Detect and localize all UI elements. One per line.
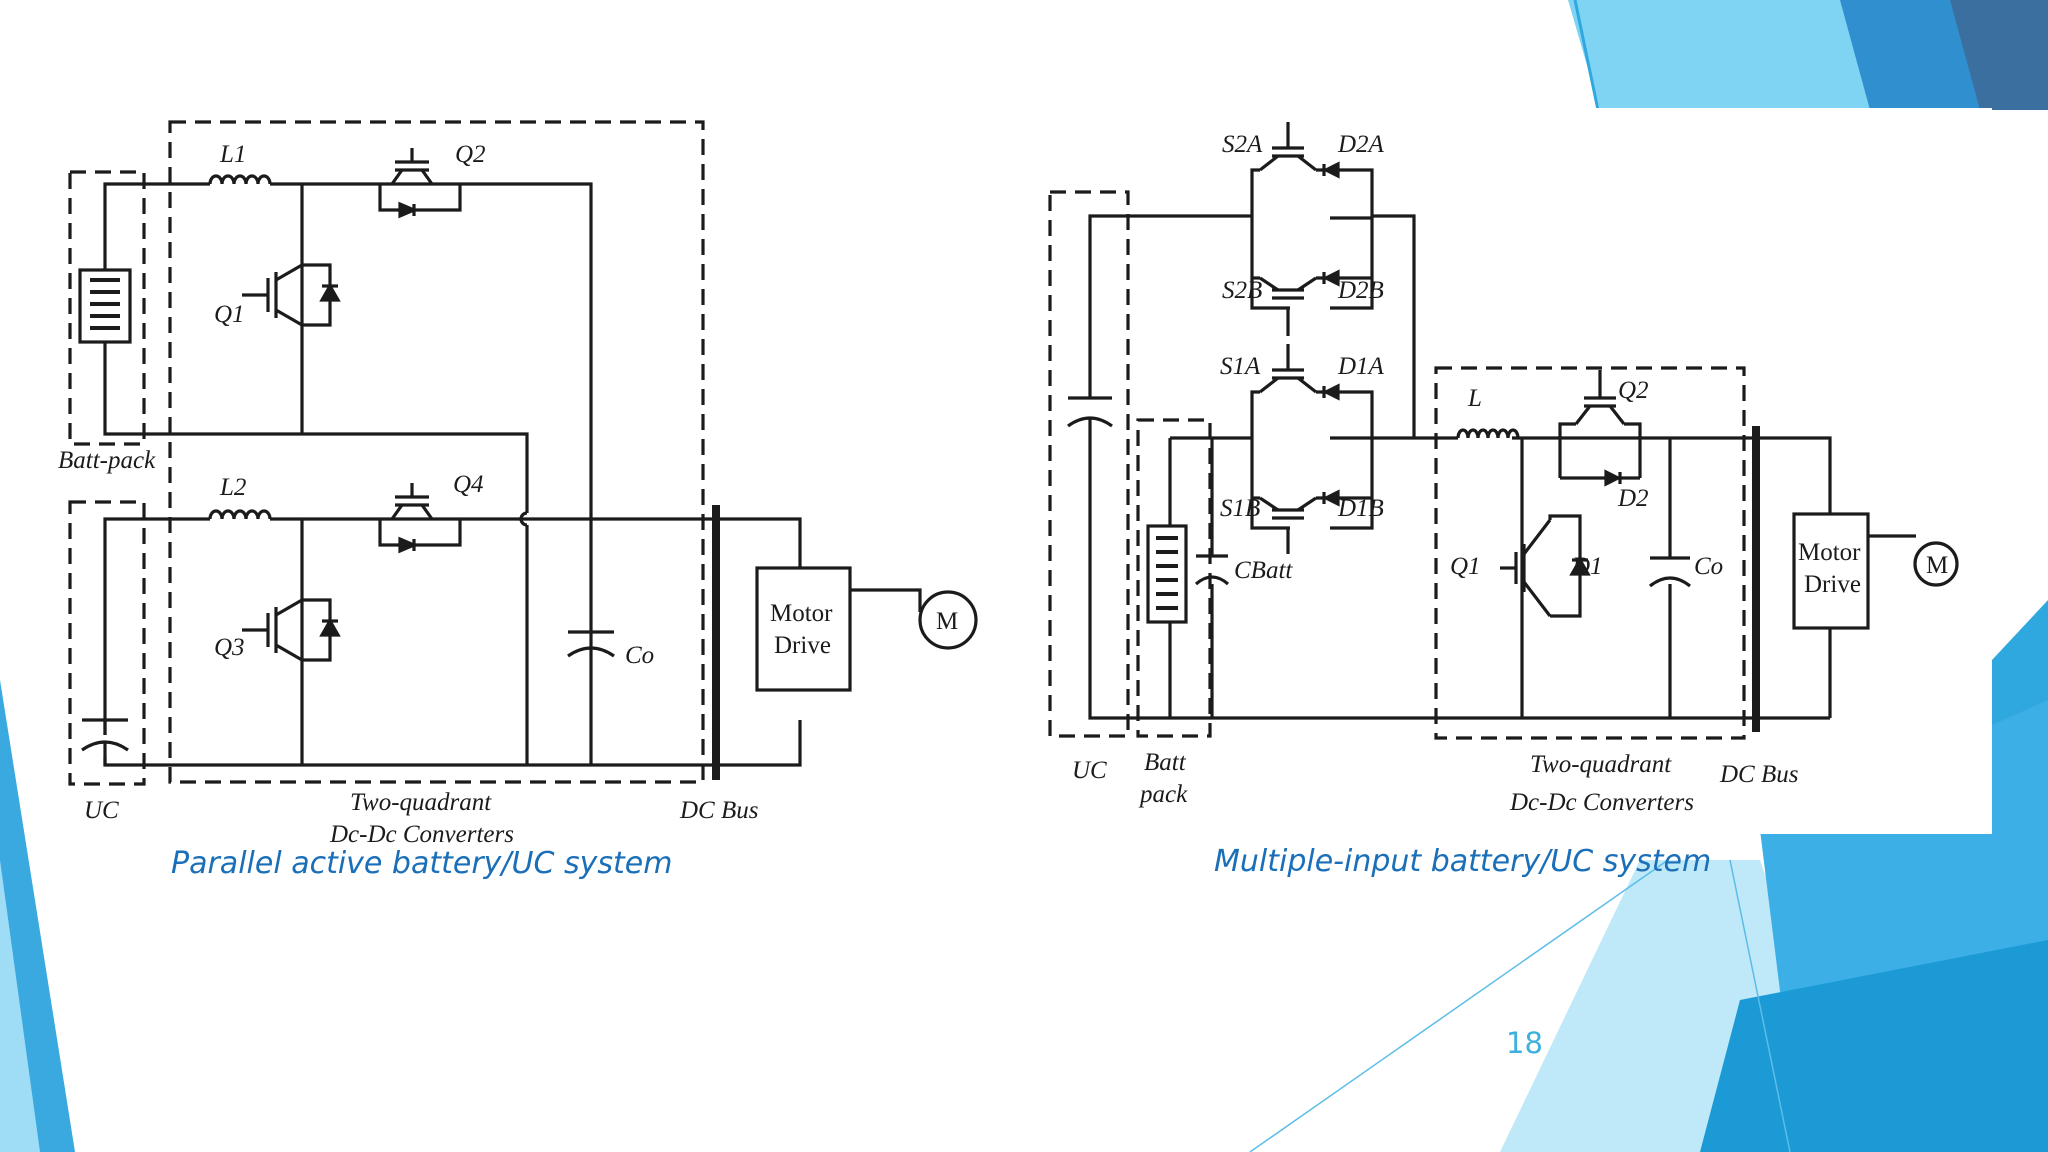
left-diagram-caption: Parallel active battery/UC system [171, 846, 673, 881]
label-converters-line2: Dc-Dc Converters [329, 821, 514, 848]
top-right-dark-shape [1950, 0, 2048, 110]
label-l2: L2 [219, 474, 246, 501]
label-q2: Q2 [1618, 377, 1649, 404]
label-uc: UC [1072, 757, 1107, 784]
right-diagram-caption: Multiple-input battery/UC system [1214, 844, 1712, 879]
label-cbatt: CBatt [1234, 557, 1293, 584]
label-converters-line2: Dc-Dc Converters [1509, 789, 1694, 816]
label-batt-pack: Batt-pack [58, 447, 156, 474]
label-co: Co [1694, 553, 1723, 580]
label-motor-line1: Motor [770, 600, 833, 627]
label-q3: Q3 [214, 634, 245, 661]
s2a-switch-symbol [1250, 122, 1374, 218]
converters-group-box [168, 120, 705, 784]
batt-pack-group-box [68, 170, 146, 446]
co-capacitor-symbol [567, 630, 615, 658]
converters-group-box [1434, 366, 1746, 740]
bottom-accent-line-1 [1249, 859, 1669, 1152]
uc-group-box [1048, 190, 1130, 738]
label-s2b: S2B [1222, 277, 1262, 304]
upper-converter-wiring [103, 174, 593, 765]
uc-group-box [68, 500, 146, 786]
q3-switch-symbol [242, 598, 341, 662]
q1-switch-symbol [1500, 514, 1591, 618]
label-d2b: D2B [1337, 277, 1384, 304]
label-batt-line1: Batt [1144, 749, 1187, 776]
label-d2a: D2A [1337, 131, 1385, 158]
label-s1a: S1A [1220, 353, 1261, 380]
page-number: 18 [1506, 1026, 1543, 1060]
label-motor: M [936, 608, 958, 635]
label-d2: D2 [1617, 485, 1649, 512]
motor-drive-box [755, 566, 852, 692]
q1-switch-symbol [242, 263, 341, 327]
battery-symbol [78, 268, 132, 344]
s1b-switch-symbol [1252, 489, 1372, 554]
label-uc: UC [84, 797, 119, 824]
label-converters-line1: Two-quadrant [1530, 751, 1672, 778]
motor-drive-output-wiring [850, 588, 922, 612]
label-motor-line2: Drive [774, 632, 831, 659]
label-converters-line1: Two-quadrant [350, 789, 492, 816]
label-q1: Q1 [1450, 553, 1481, 580]
label-motor: M [1926, 552, 1948, 579]
label-co: Co [625, 642, 654, 669]
label-dc-bus: DC Bus [679, 797, 758, 824]
battery-symbol [1146, 524, 1188, 624]
top-right-accent-line [1573, 0, 1600, 111]
bottom-right-blue-shape [1700, 940, 2048, 1152]
main-wiring [1088, 214, 1832, 720]
inductor-l-symbol [1456, 428, 1520, 439]
label-d1: D1 [1571, 553, 1603, 580]
label-q1: Q1 [214, 301, 245, 328]
q2-switch-symbol [1558, 370, 1642, 487]
lower-converter-wiring [103, 509, 802, 767]
label-q4: Q4 [453, 471, 484, 498]
label-batt-line2: pack [1138, 781, 1188, 808]
label-q2: Q2 [455, 141, 486, 168]
label-l1: L1 [219, 141, 246, 168]
label-motor-line1: Motor [1798, 539, 1861, 566]
bottom-accent-line-2 [1729, 859, 1791, 1152]
label-l: L [1467, 385, 1482, 412]
uc-capacitor-symbol [81, 718, 129, 765]
left-edge-light-shape [0, 860, 40, 1152]
label-s2a: S2A [1222, 131, 1263, 158]
motor-drive-box [1792, 512, 1870, 630]
label-motor-line2: Drive [1804, 571, 1861, 598]
label-d1b: D1B [1337, 495, 1384, 522]
cbatt-capacitor-symbol [1194, 554, 1230, 586]
q4-switch-symbol [378, 483, 462, 554]
uc-capacitor-symbol [1067, 396, 1113, 428]
s1a-switch-symbol [1250, 344, 1374, 438]
label-d1a: D1A [1337, 353, 1385, 380]
label-s1b: S1B [1220, 495, 1260, 522]
motor-circle [1913, 541, 1959, 587]
label-dc-bus: DC Bus [1719, 761, 1798, 788]
s2b-switch-symbol [1252, 269, 1372, 336]
q2-switch-symbol [378, 148, 462, 219]
multiple-input-system-diagram: S2A D2A S2B D2B S1A D1A S1B D1B L Q2 D2 … [1020, 108, 1992, 834]
parallel-system-diagram: L1 Q2 Q1 Batt-pack L2 Q4 Q3 Co Motor Dri… [40, 100, 1020, 860]
motor-circle [918, 590, 978, 650]
co-capacitor-symbol [1649, 556, 1691, 588]
